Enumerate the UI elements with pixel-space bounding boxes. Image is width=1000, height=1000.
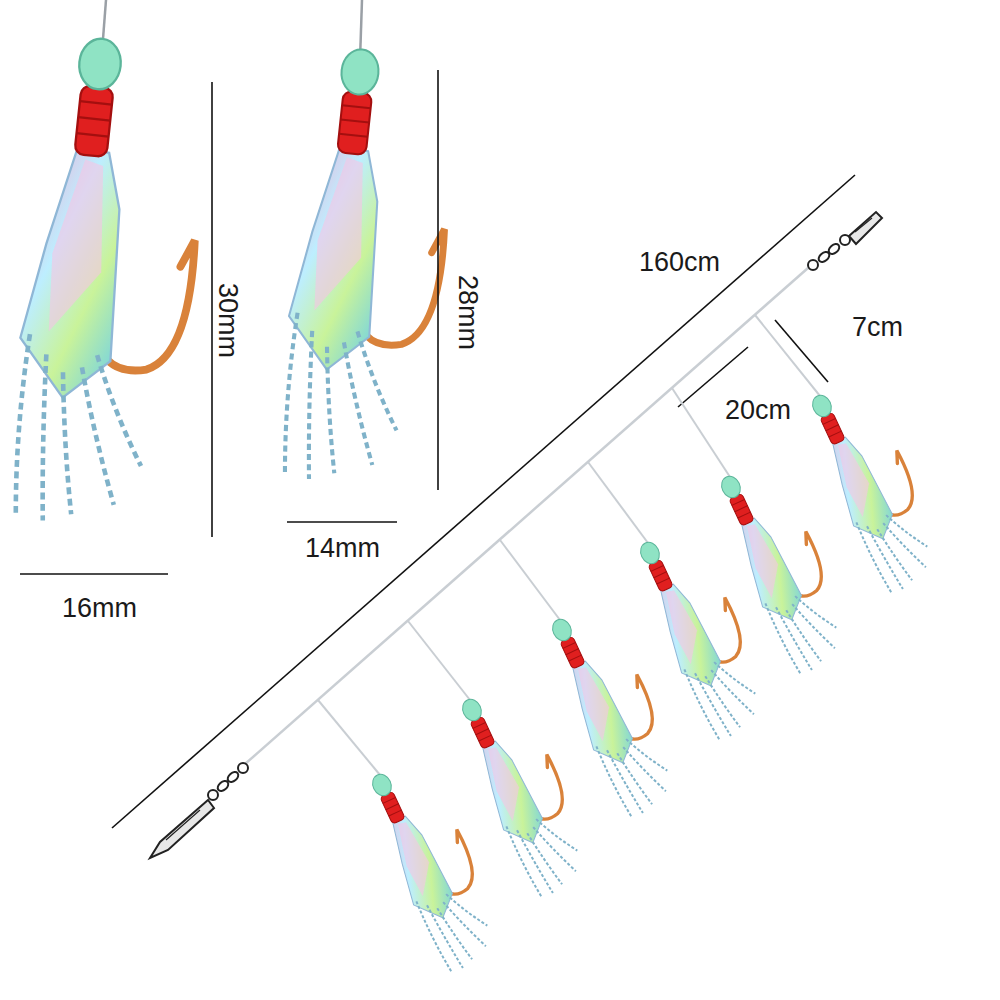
rig-lure	[706, 456, 860, 677]
lure-closeup	[2, 34, 216, 534]
swivel-snap	[808, 212, 882, 270]
lure-closeup	[272, 45, 463, 490]
dimension-label: 160cm	[639, 249, 720, 276]
dimension-label: 28mm	[454, 275, 481, 350]
dimension-lines	[20, 70, 855, 828]
dimension-label: 16mm	[62, 595, 137, 622]
dimension-label: 30mm	[214, 283, 241, 358]
swivel-snap	[150, 763, 248, 858]
rig-lure	[625, 522, 779, 743]
rig-lure	[357, 754, 511, 975]
dimension-label: 20cm	[725, 397, 791, 424]
dimension-label: 7cm	[852, 314, 903, 341]
dimension-label: 14mm	[305, 535, 380, 562]
dropper-lines	[318, 315, 820, 775]
main-line	[245, 268, 808, 764]
